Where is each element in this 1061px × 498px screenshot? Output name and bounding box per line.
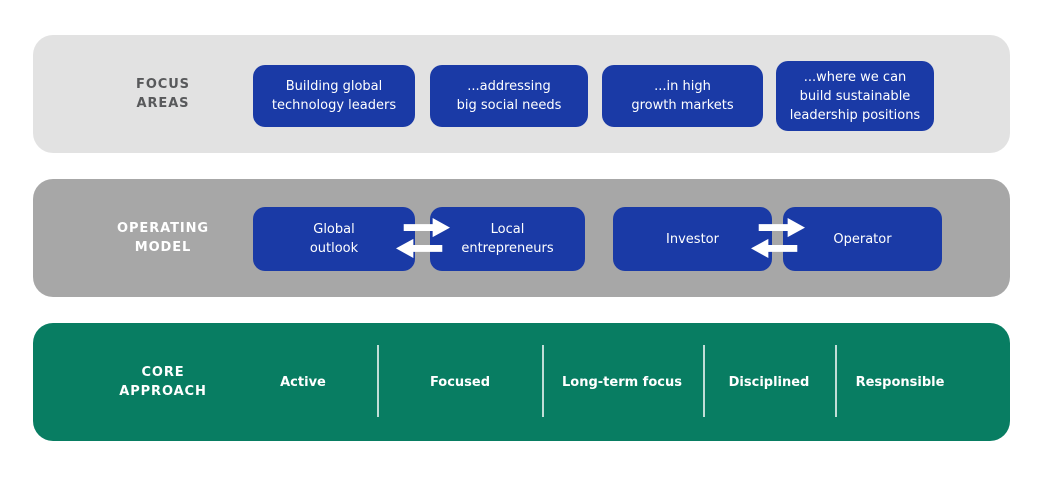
- core-approach-label: CORE APPROACH: [119, 365, 207, 399]
- core-approach-item-disciplined: Disciplined: [728, 374, 810, 390]
- swap-arrows-icon: [396, 218, 450, 258]
- operating-model-band: OPERATING MODEL Global outlook Local ent…: [33, 179, 1010, 297]
- focus-pill-technology-leaders: Building global technology leaders: [253, 65, 415, 127]
- focus-areas-band: FOCUS AREAS Building global technology l…: [33, 35, 1010, 153]
- core-approach-band: CORE APPROACH Active Focused Long-term f…: [33, 323, 1010, 441]
- focus-pill-social-needs: ...addressing big social needs: [430, 65, 588, 127]
- divider: [703, 345, 705, 417]
- divider: [377, 345, 379, 417]
- divider: [542, 345, 544, 417]
- swap-arrows-icon: [751, 218, 805, 258]
- core-approach-item-active: Active: [280, 374, 326, 390]
- focus-pill-growth-markets: ...in high growth markets: [602, 65, 763, 127]
- core-approach-item-responsible: Responsible: [855, 374, 945, 390]
- core-approach-item-long-term-focus: Long-term focus: [562, 374, 682, 390]
- focus-areas-label: FOCUS AREAS: [136, 77, 190, 111]
- operating-model-label: OPERATING MODEL: [117, 221, 209, 255]
- core-approach-item-focused: Focused: [429, 374, 491, 390]
- operating-box-local-entrepreneurs: Local entrepreneurs: [430, 207, 585, 271]
- operating-box-investor: Investor: [613, 207, 772, 271]
- operating-box-operator: Operator: [783, 207, 942, 271]
- focus-pill-leadership-positions: ...where we can build sustainable leader…: [776, 61, 934, 131]
- operating-box-global-outlook: Global outlook: [253, 207, 415, 271]
- divider: [835, 345, 837, 417]
